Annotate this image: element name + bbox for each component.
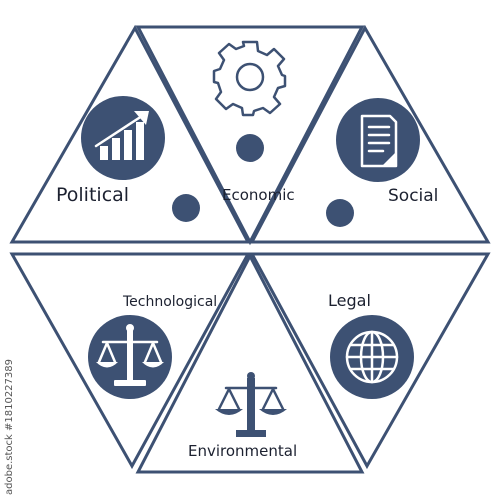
bar-chart-growth-icon xyxy=(81,96,165,180)
triangle-environmental xyxy=(135,252,365,474)
balance-scale-icon xyxy=(215,372,287,437)
gear-icon xyxy=(212,40,287,117)
label-technological: Technological xyxy=(122,294,217,310)
label-economic: Economic xyxy=(222,186,295,204)
label-political: Political xyxy=(56,184,129,206)
label-environmental: Environmental xyxy=(188,442,297,460)
connector-dot xyxy=(236,134,264,162)
stock-id-watermark: adobe.stock #1810227389 xyxy=(4,359,15,495)
globe-icon xyxy=(330,315,414,399)
label-social: Social xyxy=(388,186,438,206)
connector-dot xyxy=(326,199,354,227)
document-icon xyxy=(336,98,420,182)
connector-dot xyxy=(172,194,200,222)
balance-scale-icon xyxy=(88,315,172,399)
label-legal: Legal xyxy=(328,291,371,310)
